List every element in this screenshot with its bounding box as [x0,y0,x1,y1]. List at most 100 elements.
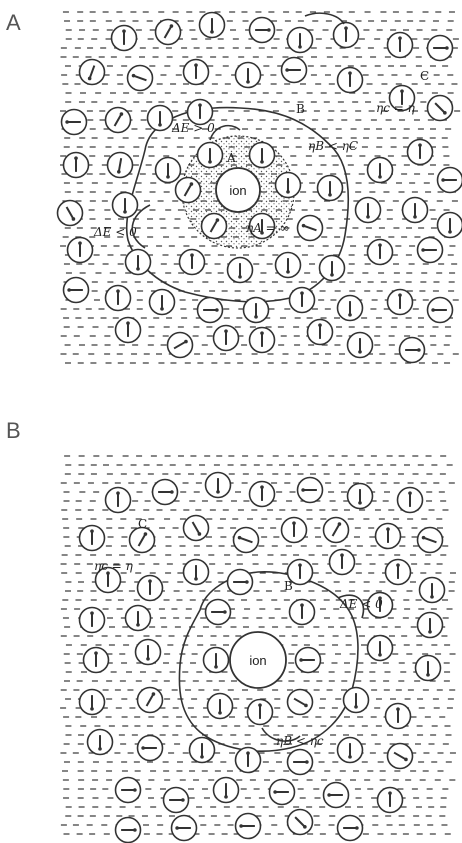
water-molecule [88,730,113,755]
water-molecule [130,528,155,553]
water-molecule [428,96,453,121]
water-molecule [58,201,83,226]
water-molecule [248,700,273,725]
water-molecule [126,606,151,631]
water-molecule [428,298,453,323]
region-label-b-a: B [296,102,305,116]
water-molecule [156,158,181,183]
water-molecule [138,736,163,761]
water-molecule [64,278,89,303]
water-molecule [236,748,261,773]
ion-a: ion [216,168,260,212]
water-molecule [168,333,193,358]
delta-e-negative-b: ΔE < 0 [339,597,383,611]
region-label-c-a: C [420,69,429,83]
water-molecule [408,140,433,165]
water-molecule [80,690,105,715]
water-molecule [206,600,231,625]
water-molecule [330,550,355,575]
water-molecule [106,488,131,513]
water-molecule [136,640,161,665]
water-molecule [228,570,253,595]
region-label-c-b: C [138,517,147,531]
water-molecule [276,173,301,198]
water-molecule [112,26,137,51]
water-molecule [386,704,411,729]
water-molecule [334,23,359,48]
water-molecule [428,36,453,61]
water-molecule [418,528,443,553]
water-molecule [176,178,201,203]
water-molecule [106,108,131,133]
water-molecule [388,33,413,58]
water-molecule [296,648,321,673]
water-molecule [236,63,261,88]
water-molecule [206,473,231,498]
water-molecule [276,253,301,278]
water-molecule [244,298,269,323]
water-molecule [288,690,313,715]
panel-b-label: B [6,418,21,443]
water-molecule [386,560,411,585]
water-molecule [156,20,181,45]
water-molecule [308,320,333,345]
water-molecule [184,560,209,585]
water-molecule [338,68,363,93]
water-molecule [324,518,349,543]
ion-b: ion [230,632,286,688]
water-molecule [184,516,209,541]
water-molecule [400,338,425,363]
water-molecule [138,576,163,601]
water-molecule [80,608,105,633]
water-molecule [288,28,313,53]
water-molecule [113,193,138,218]
water-molecule [348,484,373,509]
water-molecule [418,238,443,263]
water-molecule [198,298,223,323]
eta-b-less-c-a: ηB < ηC [308,139,358,153]
water-molecule [153,480,178,505]
water-molecule [214,778,239,803]
water-molecule [208,694,233,719]
water-molecule [338,816,363,841]
water-molecule [318,176,343,201]
water-molecule [190,738,215,763]
water-molecule [250,18,275,43]
water-molecule [62,110,87,135]
water-molecule [282,518,307,543]
panel-a: A ion A B C ΔE > 0 ΔE < 0 ηA = ∞ ηB < ηC… [6,10,462,363]
water-molecule [200,13,225,38]
water-molecule [290,288,315,313]
water-molecule [116,318,141,343]
water-molecule [388,290,413,315]
water-molecule [204,648,229,673]
water-molecule [250,143,275,168]
water-molecule [348,333,373,358]
water-molecule [116,778,141,803]
water-molecule [388,744,413,769]
water-molecule [236,814,261,839]
water-molecule [180,250,205,275]
arrow-top-a [305,13,344,24]
water-molecule [282,58,307,83]
water-molecule [116,818,141,843]
water-molecule [356,198,381,223]
water-molecule [418,613,443,638]
water-molecule [108,153,133,178]
water-molecule [288,810,313,835]
water-molecule [298,216,323,241]
water-molecule [84,648,109,673]
ion-b-label: ion [249,653,266,668]
water-molecule [403,198,428,223]
water-molecule [338,738,363,763]
water-molecule [148,106,173,131]
delta-e-negative-a: ΔE < 0 [93,225,137,239]
water-molecule [250,328,275,353]
panel-a-label: A [6,10,21,35]
region-label-b-b: B [284,579,293,593]
water-molecule [202,214,227,239]
water-molecule [368,158,393,183]
water-molecule [164,788,189,813]
region-label-a-a: A [226,151,236,165]
